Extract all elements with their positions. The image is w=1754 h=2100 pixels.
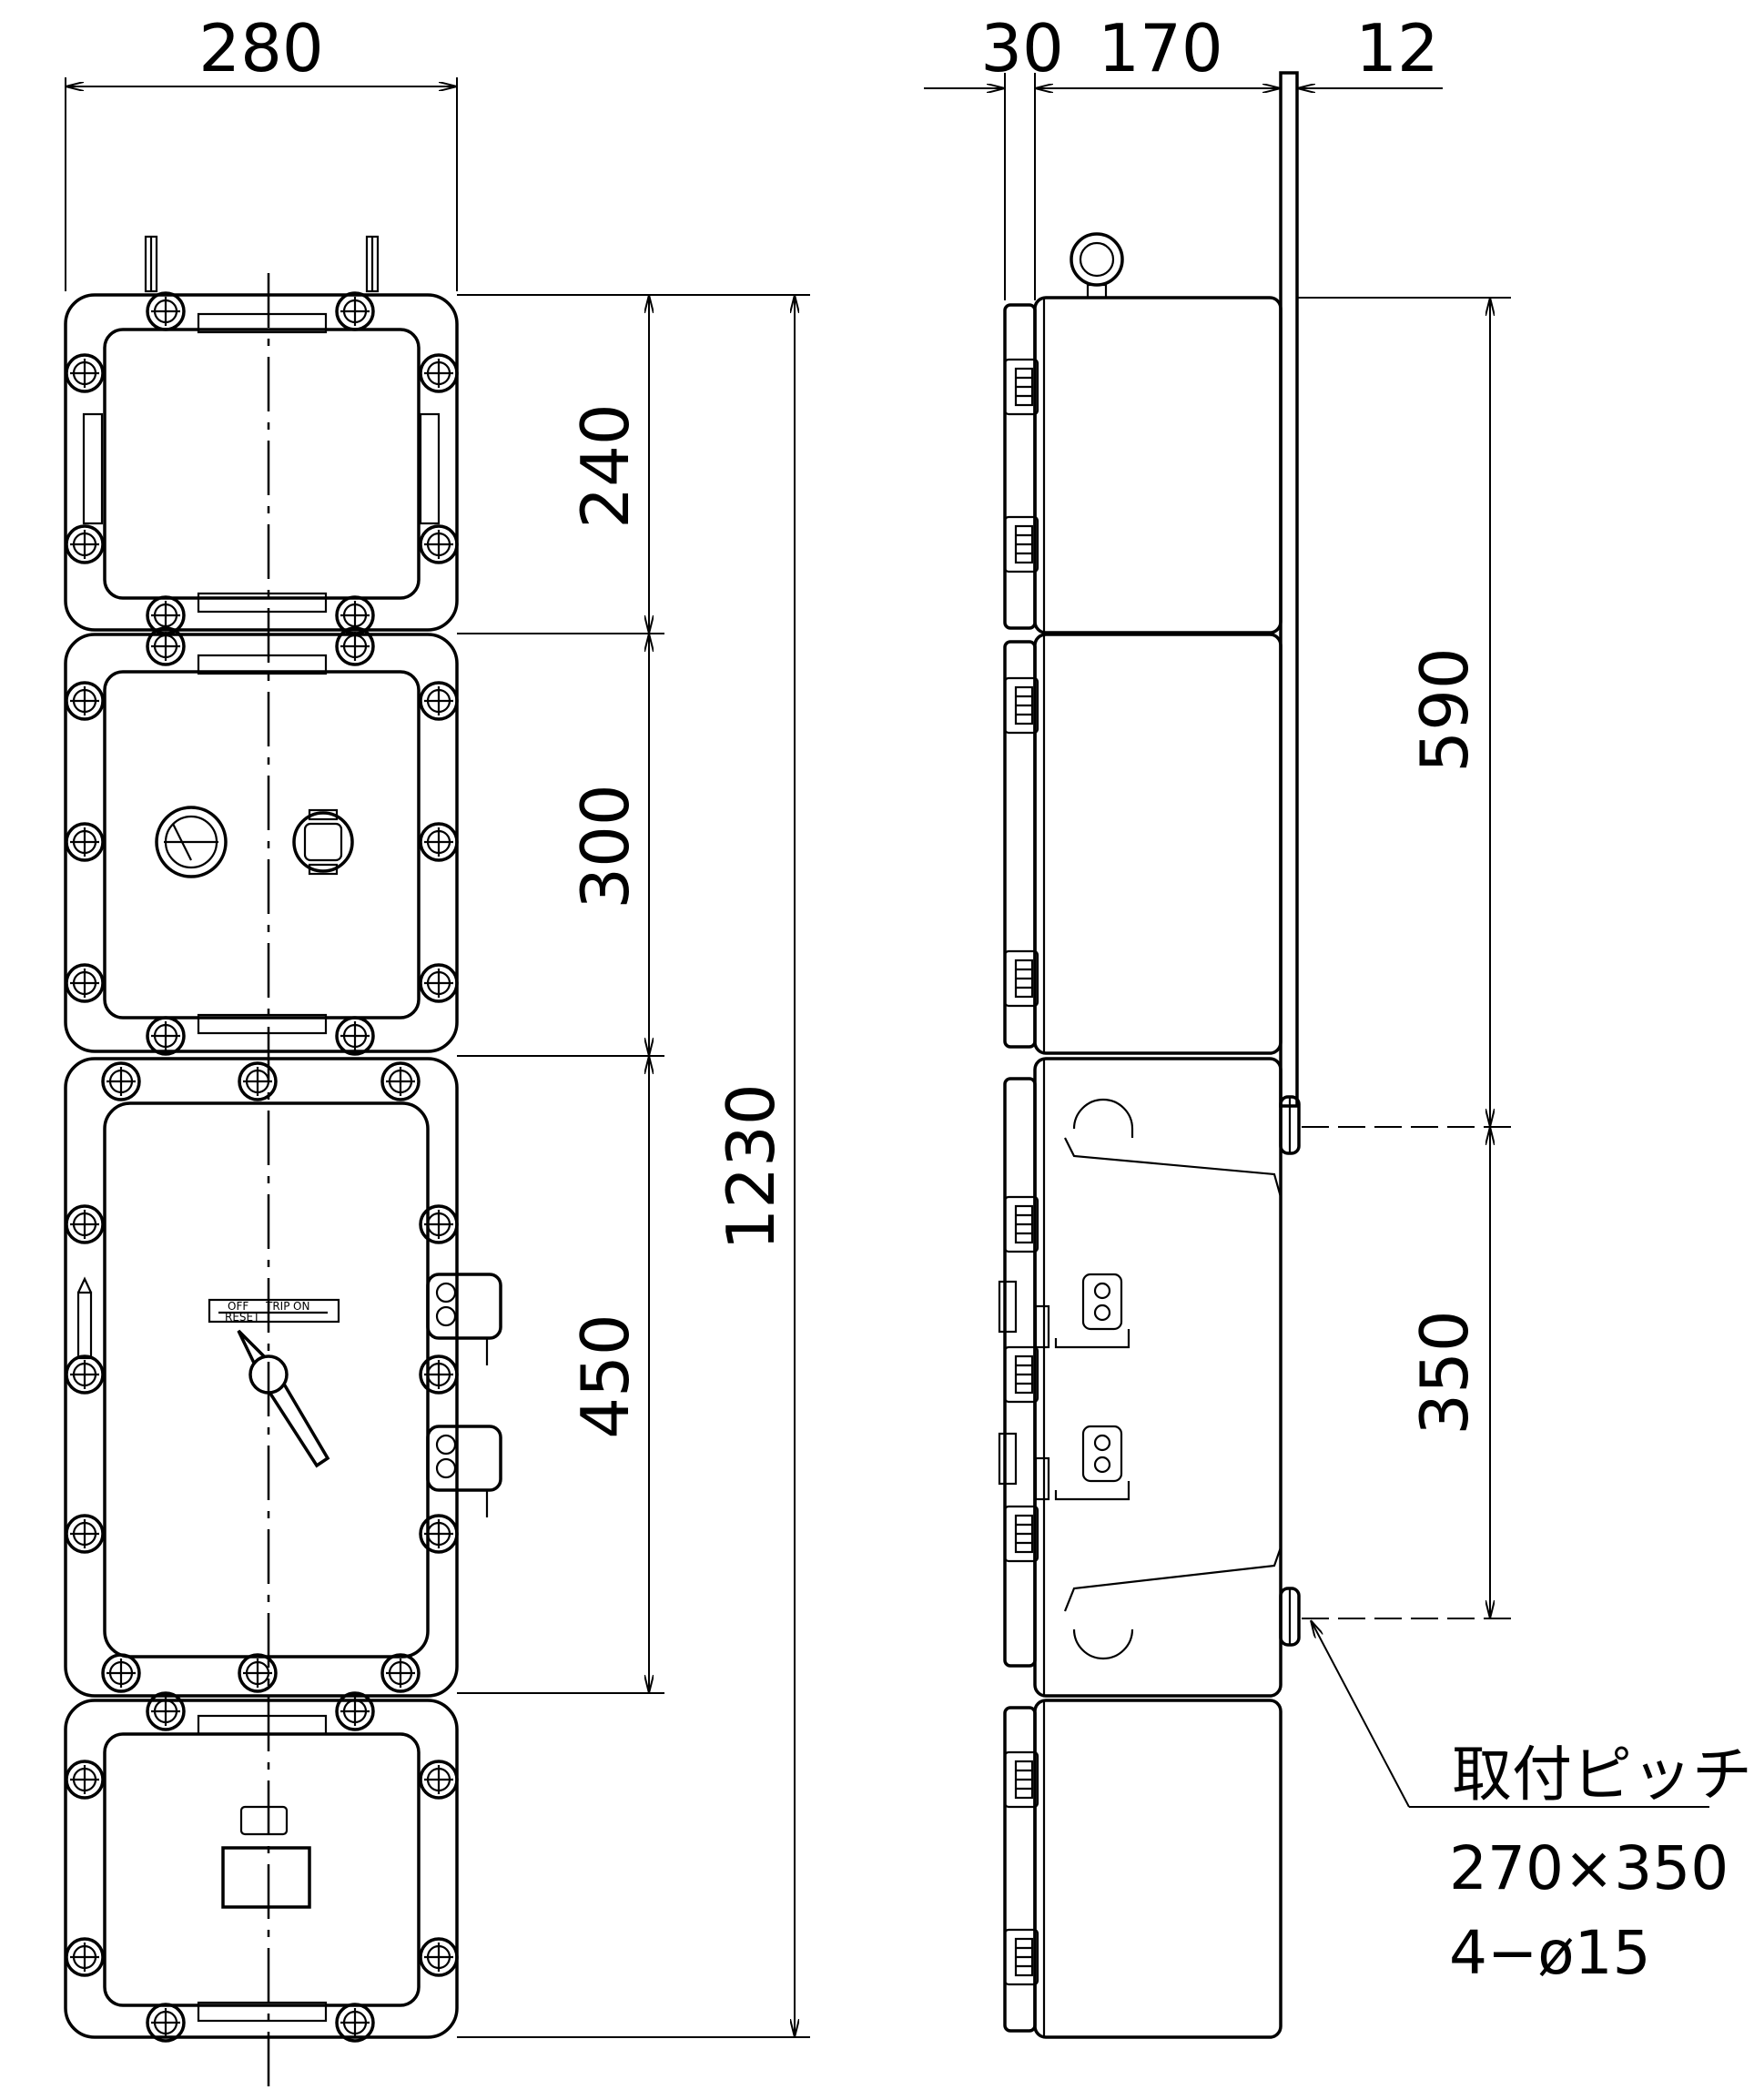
mount-350-label: 350	[1406, 1310, 1483, 1435]
mounting-pitch-value: 270×350	[1449, 1833, 1729, 1903]
front-box-1	[64, 235, 459, 635]
front-box-3: OFF TRIP ON RESET	[64, 1057, 502, 1698]
box2-height-label: 300	[567, 784, 644, 908]
side-latch-bracket-upper	[998, 1273, 1130, 1349]
breaker-reset-label: RESET	[225, 1311, 260, 1324]
side-latch-bracket-lower	[998, 1425, 1130, 1501]
front-box-2	[64, 626, 459, 1056]
nameplate-icon	[221, 1805, 311, 1909]
side-box-3	[998, 1057, 1301, 1698]
mounting-plate	[1279, 71, 1299, 1108]
side-depth-dimensions: 30 170 12	[924, 10, 1443, 300]
side-box-1	[1003, 296, 1283, 634]
breaker-label-plate: OFF TRIP ON RESET	[208, 1298, 340, 1324]
eye-bolt-icon	[1070, 232, 1124, 299]
mount-590-label: 590	[1406, 647, 1483, 772]
front-view: OFF TRIP ON RESET	[64, 235, 502, 2094]
front-width-label: 280	[198, 10, 323, 86]
front-width-dimension: 280	[65, 10, 458, 291]
breaker-on-label: ON	[293, 1300, 309, 1313]
pilot-lamp-icon	[155, 806, 228, 878]
mounting-foot-lower	[1279, 1587, 1301, 1647]
breaker-trip-label: TRIP	[265, 1300, 289, 1313]
side-box-4	[1003, 1699, 1283, 2039]
side-latch-lower	[426, 1425, 502, 1517]
box3-height-label: 450	[567, 1314, 644, 1438]
breaker-handle-icon	[237, 1329, 330, 1468]
depth-12-label: 12	[1355, 10, 1439, 86]
box1-height-label: 240	[567, 403, 644, 528]
mounting-foot-upper	[1279, 1095, 1301, 1155]
hinge-arrow-icon	[76, 1276, 93, 1360]
side-view	[998, 71, 1301, 2039]
breaker-off-label: OFF	[228, 1300, 248, 1313]
side-latch-upper	[426, 1273, 502, 1365]
front-box-4	[64, 1691, 459, 2043]
mounting-note: 取付ピッチ 270×350 4−ø15	[1311, 1620, 1752, 1988]
mounting-pitch-title: 取付ピッチ	[1452, 1740, 1752, 1810]
mounting-holes-value: 4−ø15	[1449, 1918, 1651, 1988]
side-mount-dimensions: 590 350	[1297, 297, 1511, 1619]
front-height-dimensions: 240 300 450 1230	[457, 294, 810, 2038]
push-button-icon	[292, 808, 354, 876]
total-height-label: 1230	[713, 1083, 789, 1250]
depth-30-label: 30	[980, 10, 1064, 86]
depth-170-label: 170	[1098, 10, 1222, 86]
side-box-2	[1003, 633, 1283, 1055]
